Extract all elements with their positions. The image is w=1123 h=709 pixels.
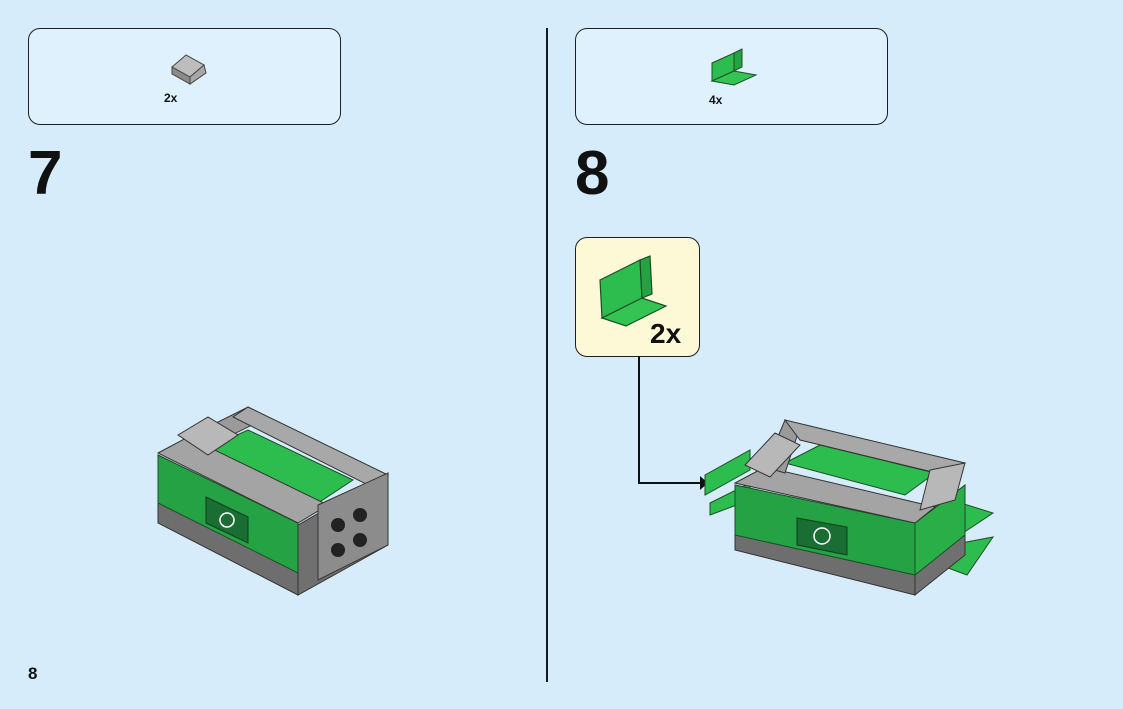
callout-arrow bbox=[638, 356, 708, 490]
step-7-number: 7 bbox=[28, 139, 63, 208]
step-7-assembly bbox=[156, 406, 390, 596]
callout-quantity: 2x bbox=[650, 318, 682, 349]
step-8-assembly bbox=[704, 419, 995, 597]
step-8-parts-box: 4x bbox=[575, 28, 888, 125]
step-8-callout: 2x bbox=[575, 237, 700, 357]
step-8-number: 8 bbox=[575, 139, 610, 208]
page-number: 8 bbox=[28, 664, 38, 683]
page-divider bbox=[546, 28, 548, 682]
step-8-part-quantity: 4x bbox=[709, 93, 723, 107]
step-7-part-quantity: 2x bbox=[164, 91, 178, 105]
gray-slope-brick-icon bbox=[171, 54, 207, 85]
step-7-parts-box: 2x bbox=[28, 28, 341, 125]
green-bracket-icon bbox=[599, 255, 668, 327]
green-bracket-icon bbox=[710, 48, 758, 86]
